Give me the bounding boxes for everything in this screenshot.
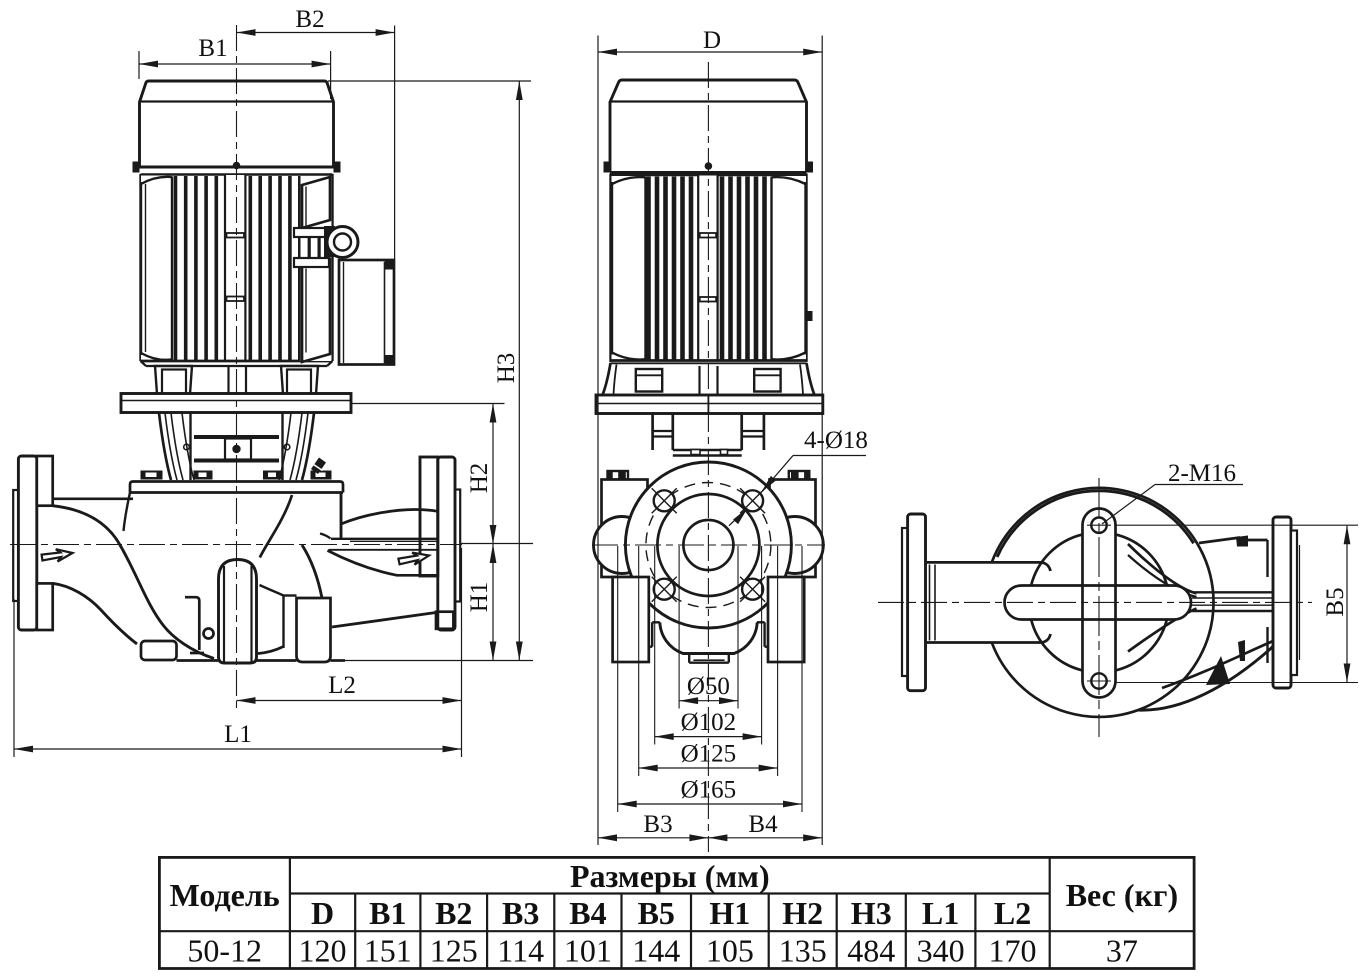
svg-text:340: 340 bbox=[917, 932, 965, 968]
svg-text:144: 144 bbox=[632, 932, 680, 968]
svg-text:B5: B5 bbox=[638, 895, 675, 931]
svg-text:D: D bbox=[703, 27, 721, 54]
svg-text:L1: L1 bbox=[224, 721, 252, 748]
svg-text:B1: B1 bbox=[369, 895, 406, 931]
svg-text:114: 114 bbox=[497, 932, 544, 968]
svg-text:H3: H3 bbox=[851, 895, 892, 931]
svg-text:L2: L2 bbox=[994, 895, 1031, 931]
svg-text:H1: H1 bbox=[466, 582, 493, 613]
svg-text:Вес (кг): Вес (кг) bbox=[1066, 877, 1178, 913]
svg-text:H2: H2 bbox=[782, 895, 823, 931]
svg-text:125: 125 bbox=[430, 932, 478, 968]
svg-text:B2: B2 bbox=[435, 895, 472, 931]
svg-text:B3: B3 bbox=[502, 895, 539, 931]
svg-text:H1: H1 bbox=[709, 895, 750, 931]
svg-text:2-M16: 2-M16 bbox=[1168, 460, 1236, 487]
svg-text:Размеры (мм): Размеры (мм) bbox=[570, 858, 770, 894]
svg-text:B4: B4 bbox=[748, 811, 778, 838]
svg-text:50-12: 50-12 bbox=[187, 932, 262, 968]
svg-text:H3: H3 bbox=[493, 353, 520, 384]
svg-text:B3: B3 bbox=[643, 811, 672, 838]
svg-text:170: 170 bbox=[989, 932, 1037, 968]
svg-text:H2: H2 bbox=[466, 463, 493, 494]
svg-text:37: 37 bbox=[1106, 932, 1138, 968]
svg-text:B1: B1 bbox=[198, 35, 227, 62]
svg-text:L2: L2 bbox=[328, 672, 356, 699]
svg-text:151: 151 bbox=[364, 932, 412, 968]
svg-text:120: 120 bbox=[299, 932, 347, 968]
svg-text:B5: B5 bbox=[1322, 587, 1349, 616]
svg-text:B4: B4 bbox=[569, 895, 606, 931]
svg-text:105: 105 bbox=[706, 932, 754, 968]
svg-text:4-Ø18: 4-Ø18 bbox=[804, 427, 868, 454]
svg-text:D: D bbox=[311, 895, 334, 931]
svg-text:L1: L1 bbox=[922, 895, 959, 931]
svg-text:Модель: Модель bbox=[170, 877, 280, 913]
svg-text:101: 101 bbox=[564, 932, 612, 968]
svg-text:B2: B2 bbox=[295, 6, 324, 33]
svg-text:484: 484 bbox=[847, 932, 895, 968]
svg-text:135: 135 bbox=[779, 932, 827, 968]
